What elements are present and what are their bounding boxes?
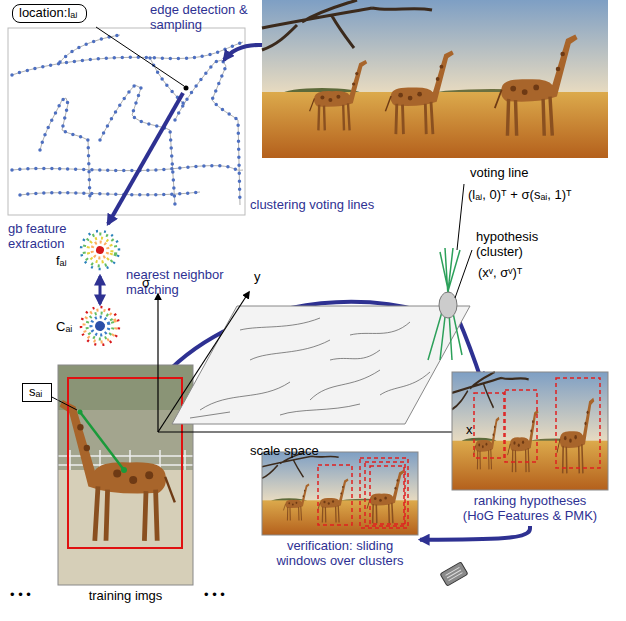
callout-text: location:lₐⱼ bbox=[19, 6, 80, 21]
image-caption: ranking hypotheses (HoG Features & PMK) bbox=[459, 494, 601, 524]
math-formula: (xᵛ, σᵛ)ᵀ bbox=[478, 266, 522, 281]
annotation: hypothesis (cluster) bbox=[476, 230, 556, 260]
vector-callout: sₐᵢ bbox=[22, 383, 52, 402]
training-image: training imgs bbox=[58, 365, 193, 604]
input-photo bbox=[262, 0, 608, 158]
image-caption: verification: sliding windows over clust… bbox=[269, 539, 411, 569]
math-symbol: fₐⱼ bbox=[56, 254, 67, 269]
classifier-icon bbox=[440, 562, 468, 586]
annotation: scale space bbox=[250, 444, 319, 459]
annotation: voting line bbox=[470, 166, 529, 181]
image-caption: training imgs bbox=[58, 589, 193, 604]
ellipsis: • • • bbox=[10, 588, 31, 603]
math-symbol: Cₐᵢ bbox=[56, 320, 72, 335]
training-photo bbox=[46, 365, 193, 585]
step-label: edge detection & sampling bbox=[150, 3, 262, 33]
callout-text: sₐᵢ bbox=[29, 385, 45, 400]
verification-photo bbox=[262, 452, 418, 535]
math-formula: (lₐⱼ, 0)ᵀ + σ(sₐᵢ, 1)ᵀ bbox=[468, 188, 572, 203]
axis-label: y bbox=[254, 270, 261, 285]
feature-descriptor bbox=[76, 227, 125, 351]
ranking-image: ranking hypotheses (HoG Features & PMK) bbox=[452, 372, 608, 524]
ranking-photo bbox=[452, 372, 608, 490]
axis-label: σ bbox=[142, 276, 150, 291]
edge-map bbox=[8, 27, 245, 215]
verification-image: verification: sliding windows over clust… bbox=[262, 452, 418, 569]
ellipsis: • • • bbox=[204, 588, 225, 603]
step-label: gb feature extraction bbox=[8, 222, 86, 252]
location-callout: location:lₐⱼ bbox=[12, 4, 87, 23]
scale-space bbox=[158, 184, 472, 432]
step-label: clustering voting lines bbox=[250, 198, 374, 213]
flow-arrow bbox=[420, 526, 530, 540]
axis-label: x bbox=[466, 423, 473, 438]
